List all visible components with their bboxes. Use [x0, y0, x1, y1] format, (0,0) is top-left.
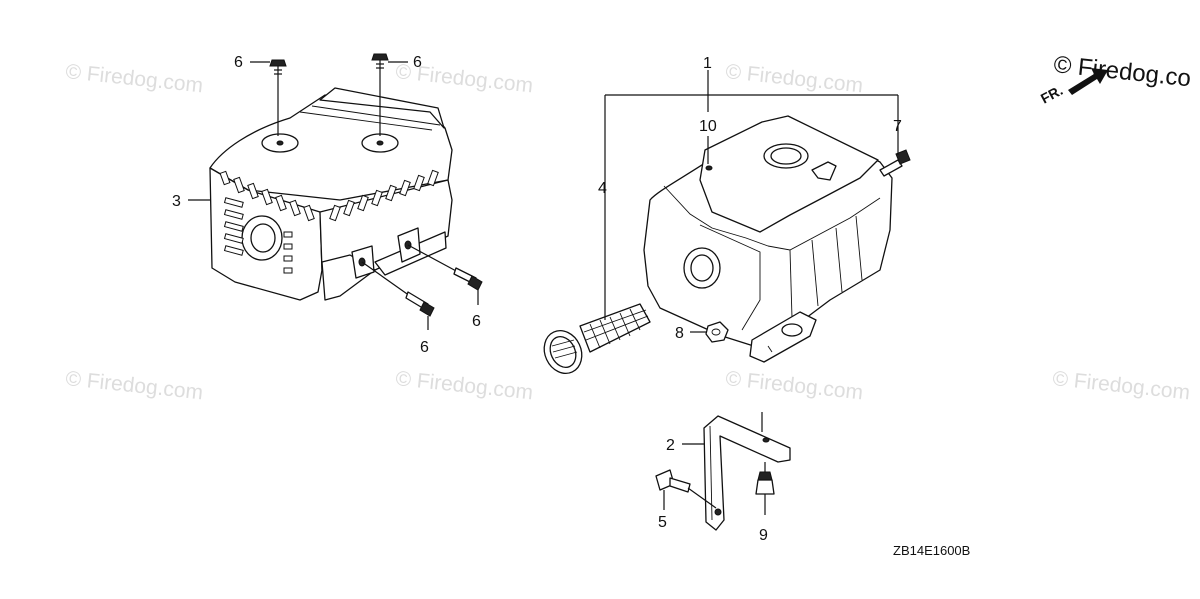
callout-3: 3 [172, 193, 181, 210]
bolt-7-part [879, 149, 911, 177]
bolt-6-top-right [371, 53, 389, 136]
front-direction-label: FR. [1038, 82, 1065, 107]
watermark-5: © Firedog.com [394, 367, 534, 404]
callout-5: 5 [658, 514, 667, 531]
watermark-7: © Firedog.com [1051, 367, 1191, 404]
bolt-5-part [655, 469, 717, 510]
callout-7: 7 [893, 118, 902, 135]
callout-10: 10 [699, 118, 717, 135]
callout-8: 8 [675, 325, 684, 342]
muffler-protector-part [209, 87, 453, 301]
callout-6-top-right: 6 [413, 54, 422, 71]
diagram-code: ZB14E1600B [893, 543, 970, 558]
callout-2: 2 [666, 437, 675, 454]
spark-arrester-part [543, 303, 651, 374]
callout-6-top-left: 6 [234, 54, 243, 71]
bolt-6-lower-right [407, 244, 483, 305]
watermark-4: © Firedog.com [64, 367, 204, 404]
bolt-6-lower-left [361, 261, 435, 330]
watermark-3: © Firedog.com [724, 60, 864, 97]
callout-1: 1 [703, 55, 712, 72]
bolt-6-top-left [269, 59, 287, 136]
muffler-bracket-part [703, 412, 791, 531]
watermark-1: © Firedog.com [64, 60, 204, 97]
front-direction-arrow-icon [1068, 68, 1108, 95]
corner-watermark: © Firedog.co [1052, 51, 1192, 92]
nut-8-part [705, 321, 729, 343]
callout-6-lower-right: 6 [472, 313, 481, 330]
callout-4: 4 [598, 180, 607, 197]
callout-9: 9 [759, 527, 768, 544]
bolt-9-part [755, 462, 775, 515]
watermark-6: © Firedog.com [724, 367, 864, 404]
callout-6-lower-left: 6 [420, 339, 429, 356]
muffler-part [643, 115, 893, 363]
